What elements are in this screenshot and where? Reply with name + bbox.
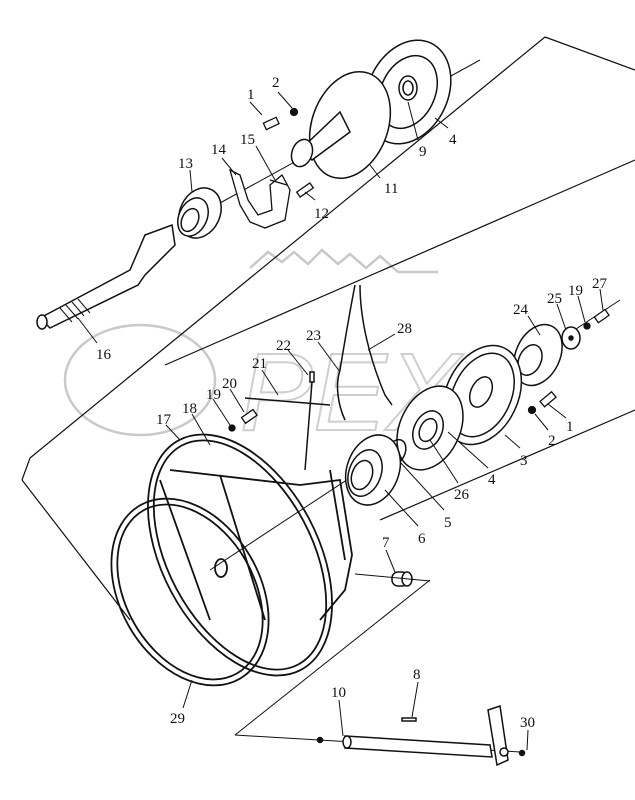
label-17: 17 (156, 412, 171, 428)
part-8-pin (401, 717, 417, 722)
part-25-washer (561, 326, 581, 350)
label-16: 16 (96, 347, 111, 363)
part-7-axis (354, 573, 431, 582)
label-8: 8 (413, 667, 421, 683)
label-18: 18 (182, 401, 197, 417)
label-1: 1 (247, 87, 255, 103)
label-1-right: 1 (566, 419, 574, 435)
label-4: 4 (449, 132, 457, 148)
part-16-splined-shaft (36, 223, 176, 330)
part-19-27-nut-bolt (583, 308, 610, 330)
leader-lines (77, 91, 604, 751)
part-24-bearing-cap (513, 323, 563, 387)
label-13: 13 (178, 156, 193, 172)
label-19: 19 (206, 387, 221, 403)
label-10: 10 (331, 685, 346, 701)
label-6: 6 (418, 531, 426, 547)
label-21: 21 (252, 356, 267, 372)
label-29: 29 (170, 711, 185, 727)
label-22: 22 (276, 338, 291, 354)
label-15: 15 (240, 132, 255, 148)
part-1-2-bolt-top (262, 107, 299, 131)
part-13-collar (177, 187, 222, 239)
label-14: 14 (211, 142, 226, 158)
part-14-15-shift-fork (228, 168, 315, 229)
part-6-bearing (344, 434, 402, 506)
label-27: 27 (592, 276, 607, 292)
label-25: 25 (547, 291, 562, 307)
label-19-right: 19 (568, 283, 583, 299)
part-23-28-wire (336, 284, 393, 421)
label-24: 24 (513, 302, 528, 318)
label-26: 26 (454, 487, 469, 503)
part-10-lever-shaft (316, 705, 526, 767)
part-11-flanged-tube (290, 70, 392, 180)
part-21-22-plate-screw (244, 371, 331, 471)
part-1-2-bolt-right (527, 390, 557, 415)
label-5: 5 (444, 515, 452, 531)
label-20: 20 (222, 376, 237, 392)
label-9: 9 (419, 144, 427, 160)
label-23: 23 (306, 328, 321, 344)
label-7: 7 (382, 535, 390, 551)
label-3: 3 (520, 453, 528, 469)
upper-assembly-outline (21, 36, 635, 621)
label-12: 12 (314, 206, 329, 222)
label-4-lower: 4 (488, 472, 496, 488)
part-29-gasket (110, 497, 270, 687)
label-28: 28 (397, 321, 412, 337)
label-2-right: 2 (548, 433, 556, 449)
label-2: 2 (272, 75, 280, 91)
label-30: 30 (520, 715, 535, 731)
part-4-flange-lower (396, 385, 464, 471)
label-11: 11 (384, 181, 399, 197)
part-17-bell-housing (147, 433, 353, 677)
part-19-20-bolt-left (228, 408, 258, 432)
